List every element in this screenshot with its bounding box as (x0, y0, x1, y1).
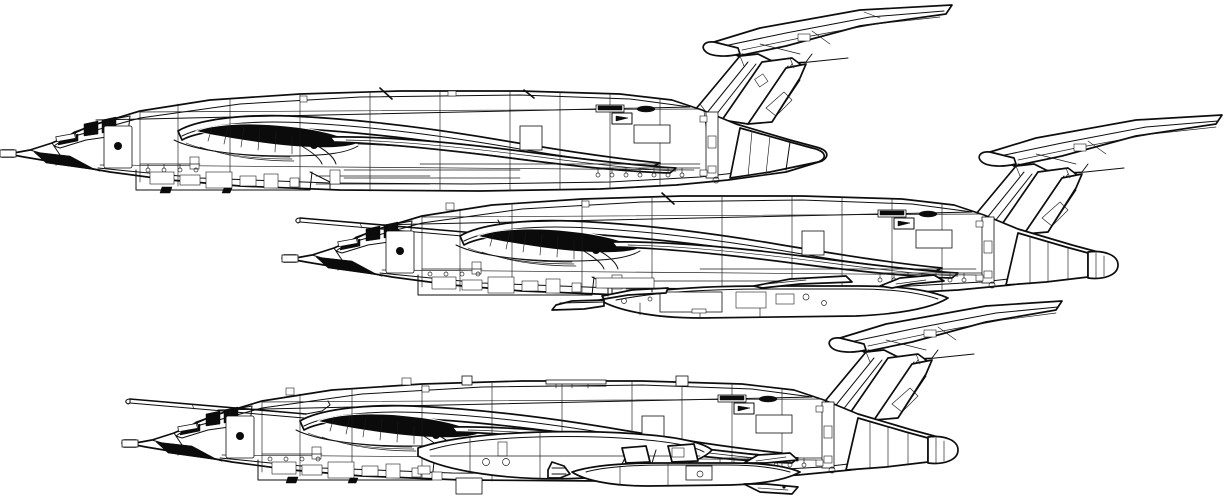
aircraft-profile-3 (121, 300, 1063, 495)
p2-tailplane (978, 114, 1223, 175)
p1-cockpit-canopy (53, 115, 131, 149)
p1-vent-row (591, 167, 701, 178)
p1-panel-lines (95, 87, 713, 192)
p1-wing (173, 114, 677, 174)
p2-standoff-missile (551, 274, 949, 319)
p1-tail-cone (699, 111, 826, 184)
p2-forward-vent-row (421, 268, 483, 277)
p3-tail-cone (815, 401, 959, 474)
p3-tailplane (828, 300, 1063, 361)
p3-dorsal-aerial (545, 379, 607, 389)
p2-panel-lines (377, 192, 995, 297)
p3-panel-lines (217, 375, 835, 495)
aircraft-profile-2 (281, 114, 1223, 319)
p3-forward-vent-row (261, 453, 323, 462)
p2-tail-cone (975, 216, 1119, 289)
p1-bomb-bay (135, 163, 701, 194)
p3-cockpit-canopy (175, 405, 253, 439)
aircraft-profile-1 (0, 4, 953, 194)
p3-refuelling-probe (125, 398, 331, 419)
p1-vertical-fin (687, 53, 807, 125)
p3-underslung-store (547, 443, 801, 495)
